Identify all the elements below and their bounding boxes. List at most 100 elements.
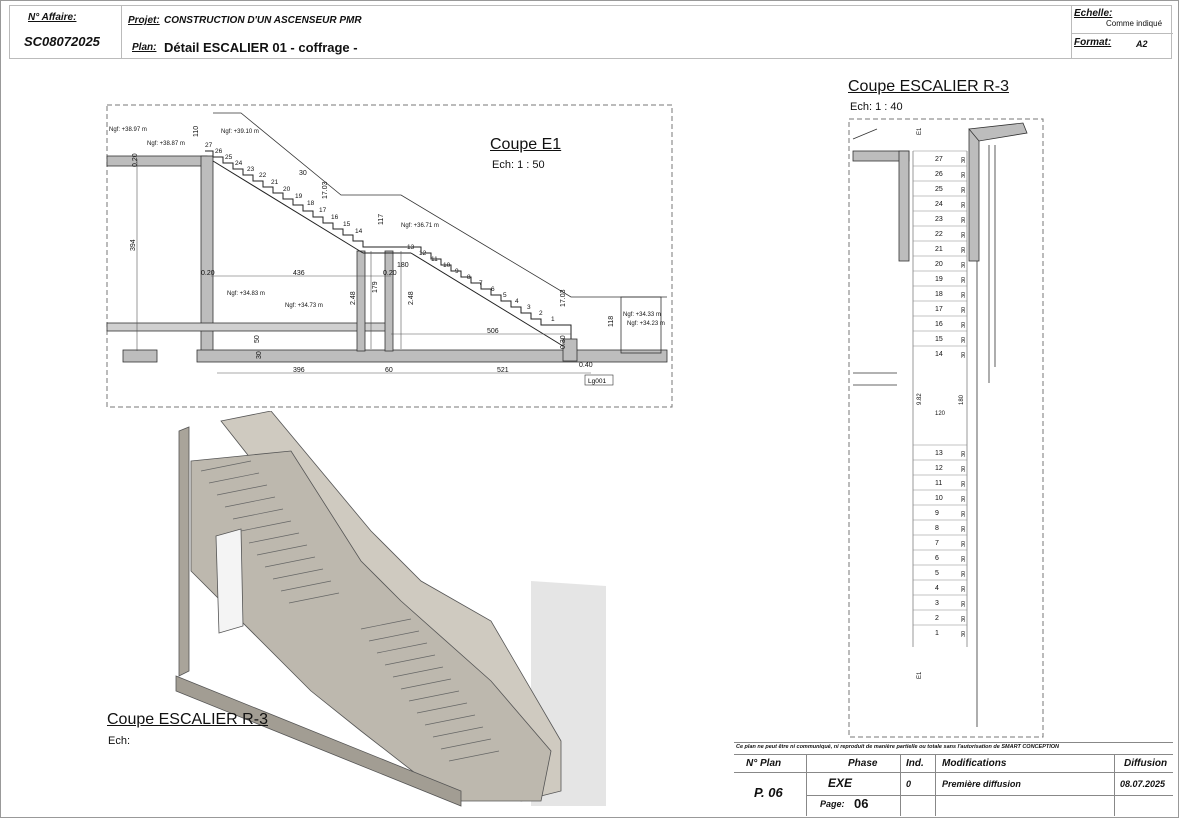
- ngf-label: Ngf: +34.33 m: [623, 312, 661, 318]
- dim-label: 17.03: [322, 181, 329, 199]
- modif-value: Première diffusion: [942, 779, 1021, 789]
- step-number: 7: [935, 540, 939, 547]
- coupe-e1-scale: Ech: 1 : 50: [492, 159, 545, 171]
- tread-dim: 30: [961, 601, 967, 607]
- dim-label: 0.20: [132, 153, 139, 167]
- step-number: 22: [935, 231, 943, 238]
- step-number: 4: [935, 585, 939, 592]
- step-number: 15: [935, 336, 943, 343]
- divider: [806, 755, 807, 772]
- step-number: 17: [935, 306, 943, 313]
- tread-dim: 30: [961, 307, 967, 313]
- dim-label: 2.48: [350, 291, 357, 305]
- dim-label: 521: [497, 367, 509, 374]
- divider: [935, 773, 936, 816]
- dim-label: 30: [256, 351, 263, 359]
- tread-dim: 30: [961, 247, 967, 253]
- tread-dim: 30: [961, 187, 967, 193]
- title-block-data-row: P. 06 EXE Page: 06 0 Première diffusion …: [734, 772, 1173, 816]
- divider: [1114, 773, 1115, 816]
- tread-dim: 30: [961, 157, 967, 163]
- tread-dim: 30: [961, 496, 967, 502]
- tread-dim: 30: [961, 541, 967, 547]
- step-number: 18: [307, 200, 315, 207]
- step-number: 1: [935, 630, 939, 637]
- step-number: 19: [295, 193, 303, 200]
- dim-label: 117: [378, 214, 385, 225]
- col-diff-label: Diffusion: [1124, 758, 1168, 769]
- step-number: 2: [935, 615, 939, 622]
- dim-label: 9.82: [917, 393, 923, 405]
- dim-label: 50: [254, 335, 261, 343]
- coupe-e1-title: Coupe E1: [490, 136, 562, 153]
- step-number: 9: [935, 510, 939, 517]
- step-number: 24: [935, 201, 943, 208]
- step-number: 21: [271, 179, 279, 186]
- ngf-label: Ngf: +34.73 m: [285, 303, 323, 309]
- dim-label: 179: [372, 281, 379, 293]
- tread-dim: 30: [961, 262, 967, 268]
- tread-dim: 30: [961, 571, 967, 577]
- step-number: 4: [515, 298, 519, 305]
- step-number: 26: [935, 171, 943, 178]
- step-number: 21: [935, 246, 943, 253]
- step-number: 12: [935, 465, 943, 472]
- tread-dim: 30: [961, 511, 967, 517]
- format-label: Format:: [1074, 37, 1112, 48]
- dim-label: 0.30: [560, 335, 567, 349]
- tread-dim: 30: [961, 631, 967, 637]
- coupe-3d-title: Coupe ESCALIER R-3: [107, 711, 268, 728]
- step-number: 10: [443, 262, 451, 269]
- tread-dim: 30: [961, 322, 967, 328]
- tread-dim: 30: [961, 232, 967, 238]
- step-number: 14: [935, 351, 943, 358]
- step-number: 24: [235, 160, 243, 167]
- col-ind-label: Ind.: [906, 758, 924, 769]
- step-number: 23: [247, 166, 255, 173]
- dim-label: 180: [959, 394, 965, 405]
- col-phase-label: Phase: [848, 758, 878, 769]
- section-marker: E1: [917, 671, 923, 679]
- page-value: 06: [854, 796, 869, 811]
- tread-dim: 30: [961, 202, 967, 208]
- ngf-label: Ngf: +38.97 m: [109, 127, 147, 133]
- dim-label: 0.20: [383, 270, 397, 277]
- step-number: 1: [551, 316, 555, 323]
- dim-label: 110: [193, 126, 200, 137]
- step-number: 17: [319, 207, 327, 214]
- plan-label: Plan:: [132, 42, 157, 53]
- step-number: 14: [355, 228, 363, 235]
- step-number: 7: [479, 280, 483, 287]
- dim-label: 394: [130, 239, 137, 251]
- title-block-header-row: N° Plan Phase Ind. Modifications Diffusi…: [734, 754, 1173, 772]
- tread-dim: 30: [961, 451, 967, 457]
- tread-dim: 30: [961, 292, 967, 298]
- coupe-e1-drawing: Ngf: +38.97 m Ngf: +38.87 m Ngf: +39.10 …: [106, 104, 673, 408]
- step-number: 20: [935, 261, 943, 268]
- dim-label: 0.40: [579, 362, 593, 369]
- step-number: 6: [491, 286, 495, 293]
- step-number: 16: [935, 321, 943, 328]
- echelle-label: Echelle:: [1074, 8, 1113, 19]
- project-cell: Projet: CONSTRUCTION D'UN ASCENSEUR PMR …: [122, 6, 1072, 58]
- step-number: 5: [935, 570, 939, 577]
- ngf-label: Ngf: +39.10 m: [221, 129, 259, 135]
- tread-dim: 30: [961, 217, 967, 223]
- coupe-r3-scale: Ech: 1 : 40: [850, 101, 903, 113]
- tread-dim: 30: [961, 526, 967, 532]
- tread-dim: 30: [961, 172, 967, 178]
- divider: [806, 773, 807, 816]
- tread-dim: 30: [961, 352, 967, 358]
- format-value: A2: [1136, 39, 1148, 49]
- ind-value: 0: [906, 779, 912, 789]
- step-number: 10: [935, 495, 943, 502]
- step-number: 25: [225, 154, 233, 161]
- stair-3d-view: [175, 411, 606, 807]
- reference-tag: Lg001: [588, 378, 606, 385]
- tread-dim: 30: [961, 337, 967, 343]
- step-number: 27: [205, 142, 213, 149]
- affaire-cell: N° Affaire: SC08072025: [10, 6, 122, 58]
- dim-label: 118: [608, 316, 615, 327]
